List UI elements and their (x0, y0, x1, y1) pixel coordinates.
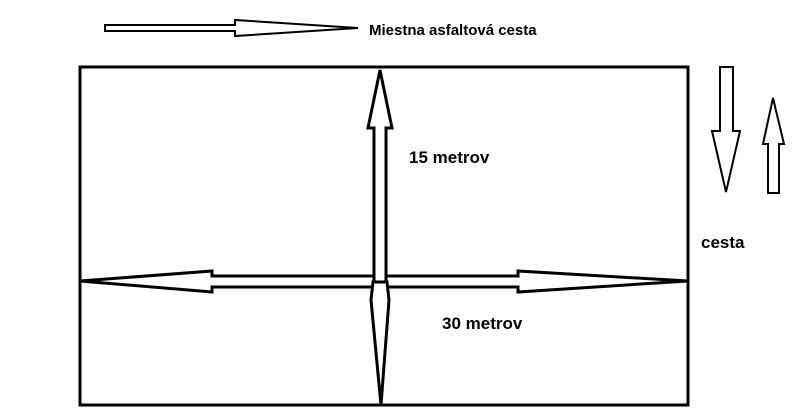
road-direction-arrow (104, 18, 359, 38)
road-down-arrow (710, 66, 742, 193)
plot-rectangle (78, 65, 690, 407)
road-top-label: Miestna asfaltová cesta (369, 22, 537, 39)
vertical-lower-arrow (369, 280, 391, 406)
road-up-arrow (761, 97, 786, 194)
road-right-label: cesta (701, 233, 745, 252)
vertical-dimension-arrow (366, 69, 394, 284)
horizontal-dimension-label: 30 metrov (442, 314, 523, 333)
vertical-dimension-label: 15 metrov (409, 148, 490, 167)
